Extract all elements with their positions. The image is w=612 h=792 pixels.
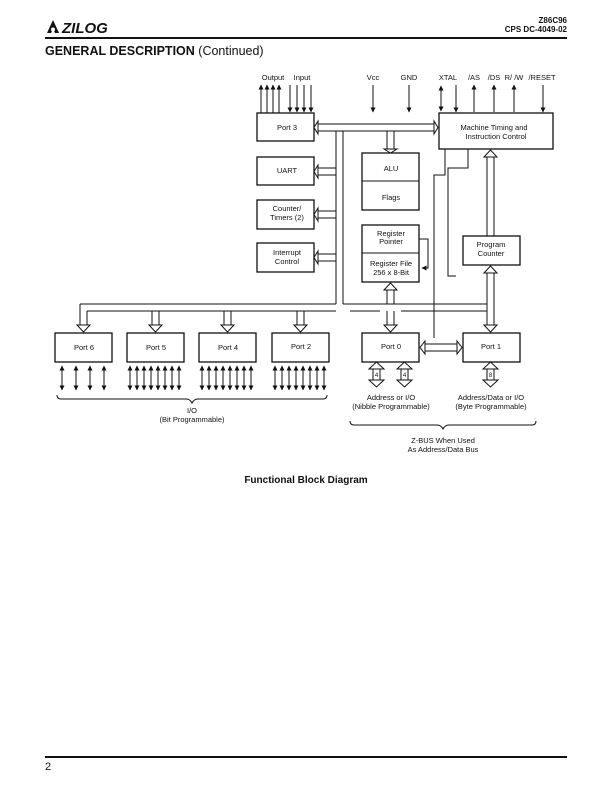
block-alu: ALU bbox=[384, 164, 399, 173]
block-port2: Port 2 bbox=[291, 342, 311, 351]
section-continued: (Continued) bbox=[198, 44, 264, 58]
signal-ds: /DS bbox=[488, 73, 501, 82]
label-port1-line1: Address/Data or I/O bbox=[458, 393, 524, 402]
bus-width-port1: 8 bbox=[489, 373, 493, 379]
figure-caption: Functional Block Diagram bbox=[244, 475, 368, 486]
block-program-counter-line2: Counter bbox=[478, 249, 505, 258]
block-interrupt-line1: Interrupt bbox=[273, 248, 302, 257]
label-port0-line2: (Nibble Programmable) bbox=[352, 402, 430, 411]
signal-xtal: XTAL bbox=[439, 73, 457, 82]
signal-as: /AS bbox=[468, 73, 480, 82]
bus-width-port0-a: 4 bbox=[375, 373, 379, 379]
block-flags: Flags bbox=[382, 193, 401, 202]
signal-output: Output bbox=[262, 73, 285, 82]
block-register-pointer-line2: Pointer bbox=[379, 237, 403, 246]
product-name: Z86C96 bbox=[538, 16, 567, 25]
block-uart: UART bbox=[277, 166, 298, 175]
signal-rw: R/ /W bbox=[505, 73, 525, 82]
label-io-line1: I/O bbox=[187, 406, 197, 415]
block-program-counter-line1: Program bbox=[477, 240, 506, 249]
block-port1: Port 1 bbox=[481, 342, 501, 351]
signal-gnd: GND bbox=[401, 73, 418, 82]
block-interrupt-line2: Control bbox=[275, 257, 300, 266]
label-port0-line1: Address or I/O bbox=[367, 393, 416, 402]
section-title: GENERAL DESCRIPTION bbox=[45, 44, 195, 58]
document-number: CPS DC-4049-02 bbox=[504, 25, 567, 34]
signal-vcc: Vcc bbox=[367, 73, 380, 82]
block-register-pointer-line1: Register bbox=[377, 229, 405, 238]
footer-rule bbox=[45, 756, 567, 758]
page-number: 2 bbox=[45, 761, 52, 773]
bus-width-port0-b: 4 bbox=[403, 373, 407, 379]
header-rule bbox=[45, 37, 567, 39]
section-heading: GENERAL DESCRIPTION (Continued) bbox=[45, 44, 264, 58]
block-port4: Port 4 bbox=[218, 343, 238, 352]
block-register-file-line1: Register File bbox=[370, 259, 412, 268]
block-counter-line2: Timers (2) bbox=[270, 213, 304, 222]
label-zbus-line1: Z-BUS When Used bbox=[411, 436, 475, 445]
signal-input: Input bbox=[294, 73, 312, 82]
block-register-file-line2: 256 x 8-Bit bbox=[373, 268, 410, 277]
logo-wordmark: ZILOG bbox=[61, 20, 108, 37]
zilog-logo: ZILOG bbox=[47, 20, 108, 37]
label-io-line2: (Bit Programmable) bbox=[159, 415, 225, 424]
block-port6: Port 6 bbox=[74, 343, 94, 352]
block-machine-timing-line2: Instruction Control bbox=[466, 132, 527, 141]
block-port0: Port 0 bbox=[381, 342, 401, 351]
block-port3: Port 3 bbox=[277, 123, 297, 132]
block-port5: Port 5 bbox=[146, 343, 166, 352]
label-port1-line2: (Byte Programmable) bbox=[455, 402, 527, 411]
block-counter-line1: Counter/ bbox=[273, 204, 303, 213]
signal-reset: /RESET bbox=[528, 73, 556, 82]
label-zbus-line2: As Address/Data Bus bbox=[408, 445, 479, 454]
block-machine-timing-line1: Machine Timing and bbox=[460, 123, 527, 132]
